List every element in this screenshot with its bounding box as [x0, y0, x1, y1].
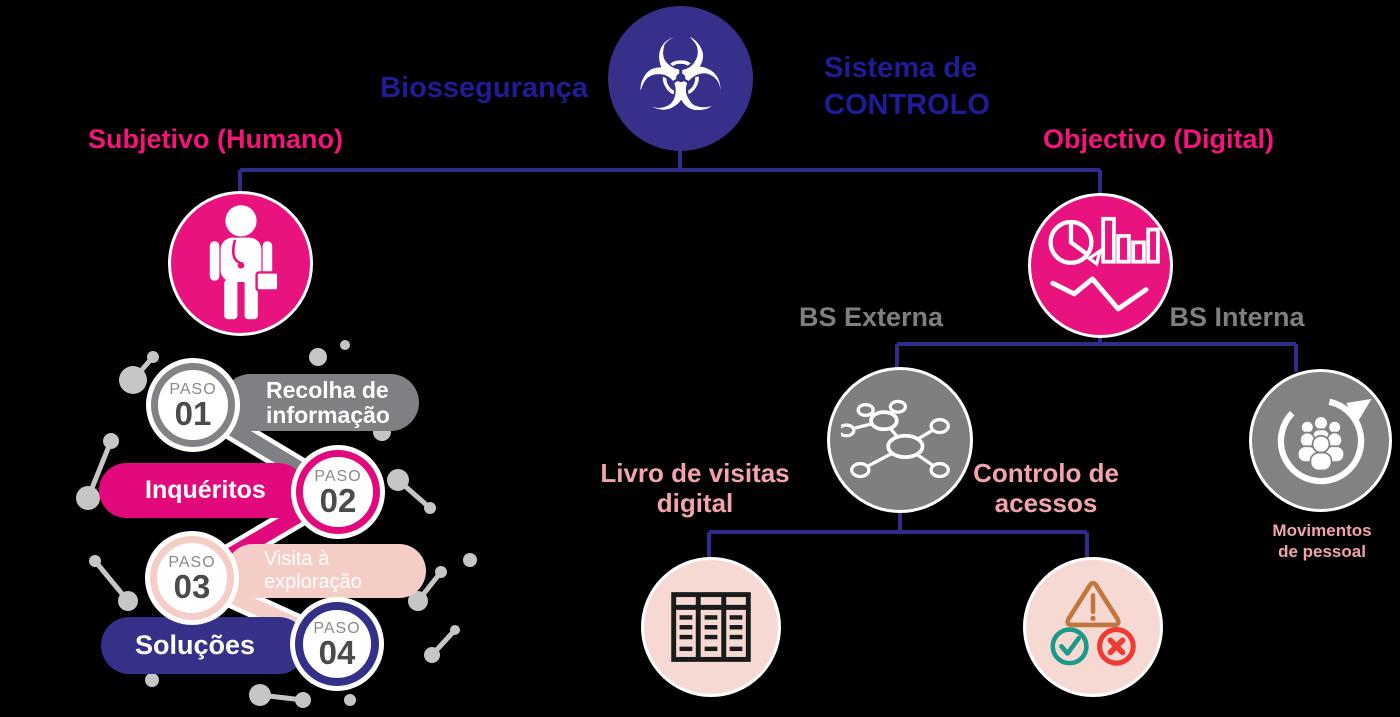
controlo-acessos-label: Controlo de acessos [973, 458, 1119, 518]
step-4-circle: PASO 04 [295, 602, 379, 686]
step-3-label: Visita à exploração [264, 548, 362, 593]
people-cycle-icon [1277, 397, 1372, 484]
bs-externa-label: BS Externa [798, 302, 944, 332]
step-2-number: 02 [319, 481, 357, 519]
sistema-line1: Sistema de [824, 52, 978, 84]
sistema-controlo-label: Sistema de CONTROLO [824, 50, 990, 124]
movimentos-line1: Movimentos [1272, 521, 1372, 540]
step-3-circle: PASO 03 [150, 536, 234, 620]
step-3-number: 03 [173, 567, 211, 605]
human-branch-node [168, 191, 313, 336]
tree-connectors [238, 149, 1298, 559]
biosseguranca-label: Biossegurança [380, 72, 588, 104]
livro-line1: Livro de visitas [600, 458, 790, 488]
livro-line2: digital [656, 488, 734, 518]
cross-circle-icon [1097, 627, 1136, 666]
movimentos-line2: de pessoal [1278, 542, 1366, 561]
controlo-line1: Controlo de [973, 458, 1119, 488]
step-1-number: 01 [174, 394, 212, 432]
step-3-word: PASO [168, 553, 216, 571]
step-4-word: PASO [313, 619, 361, 637]
step-2-word: PASO [314, 467, 362, 485]
step-1-word: PASO [169, 380, 217, 398]
livro-visitas-label: Livro de visitas digital [600, 458, 789, 518]
step-1-label-line1: Recolha de [266, 376, 389, 403]
step-1-pill: Recolha de informação [222, 374, 419, 431]
controlo-acessos-node [1023, 557, 1163, 697]
bs-externa-node [827, 367, 973, 513]
step-4-number: 04 [318, 633, 356, 671]
step-3-pill: Visita à exploração [226, 544, 426, 598]
livro-visitas-node [641, 557, 781, 697]
step-2-label: Inquéritos [145, 476, 266, 504]
biohazard-icon: ☣ [635, 16, 726, 134]
step-2-pill: Inquéritos [99, 463, 306, 518]
movimentos-pessoal-label: Movimentos de pessoal [1272, 520, 1371, 562]
charts-icon [1047, 216, 1160, 311]
digital-branch-node [1028, 193, 1173, 338]
objectivo-digital-label: Objectivo (Digital) [1043, 124, 1275, 154]
step-4-pill: Soluções [101, 617, 307, 674]
warning-check-cross-icon [1050, 580, 1136, 666]
bs-interna-label: BS Interna [1169, 302, 1305, 332]
doctor-person-icon [209, 204, 279, 319]
sistema-line2: CONTROLO [824, 89, 990, 121]
step-2-circle: PASO 02 [296, 450, 380, 534]
check-circle-icon [1050, 627, 1089, 666]
step-1-label-line2: informação [266, 401, 390, 428]
network-icon [841, 399, 950, 479]
table-icon [671, 592, 751, 662]
step-1-circle: PASO 01 [151, 363, 235, 447]
subjetivo-humano-label: Subjetivo (Humano) [88, 124, 343, 154]
controlo-line2: acessos [994, 488, 1098, 518]
bs-interna-node [1249, 369, 1392, 512]
warning-triangle-icon [1065, 580, 1121, 628]
step-4-label: Soluções [135, 630, 256, 660]
biosafety-root-node: ☣ [608, 6, 753, 151]
